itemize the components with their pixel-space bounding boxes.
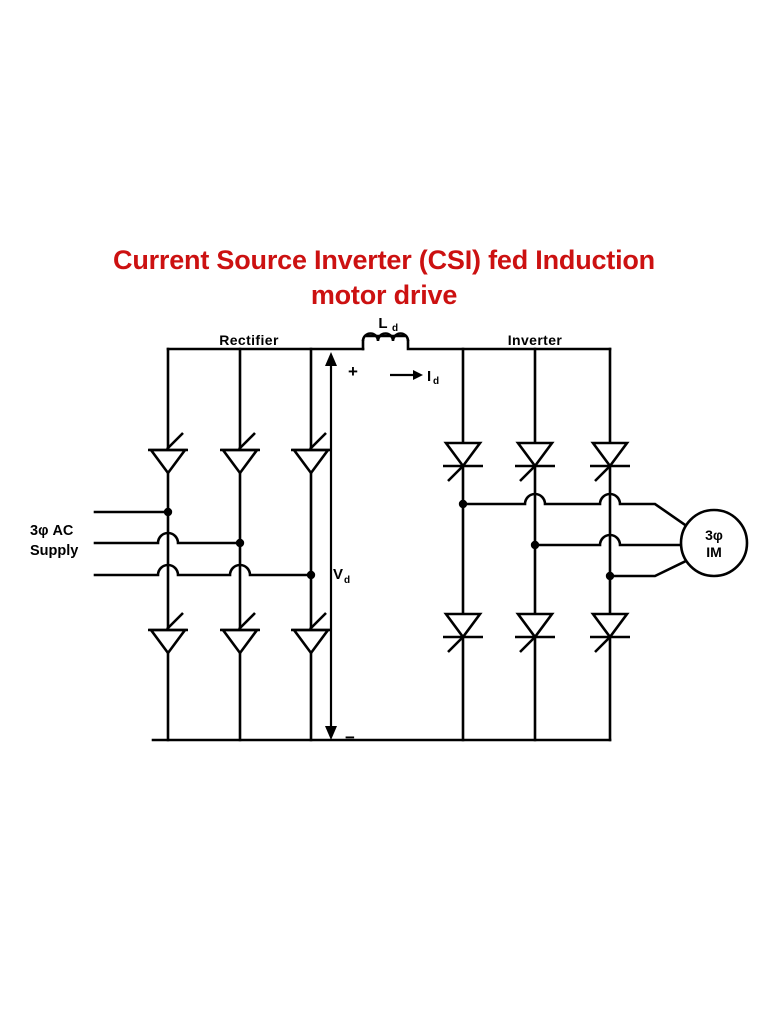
inductor-label: L — [378, 315, 387, 332]
dc-voltage-label-subscript: d — [344, 575, 350, 586]
motor-phase-v-junction — [530, 540, 540, 550]
motor-phase-w-line — [608, 558, 690, 578]
rectifier-label: Rectifier — [219, 332, 279, 348]
motor-label-line-1: 3φ — [705, 527, 723, 543]
top-rail-right — [406, 339, 612, 351]
induction-motor-body[interactable] — [679, 508, 749, 578]
motor-phase-u-junction — [458, 499, 468, 509]
page-title-line-1: Current Source Inverter (CSI) fed Induct… — [113, 245, 655, 275]
dc-current-label-subscript: d — [433, 376, 439, 387]
dc-voltage-arrow-head-top — [325, 352, 337, 366]
supply-phase-c-junction — [306, 570, 316, 580]
dc-current-label: I — [427, 368, 431, 385]
inductor-coil — [361, 332, 410, 342]
inverter-label: Inverter — [508, 332, 563, 348]
dc-voltage-label: V — [333, 566, 343, 583]
dc-negative-sign: − — [345, 728, 355, 747]
motor-phase-w-junction — [605, 571, 615, 581]
motor-label-line-2: IM — [706, 544, 722, 560]
inductor-label-subscript: d — [392, 323, 398, 334]
supply-phase-b-junction — [235, 538, 245, 548]
dc-voltage-arrow-head-bottom — [325, 726, 337, 740]
supply-phase-a-junction — [163, 507, 173, 517]
supply-label-line-1: 3φ AC — [30, 523, 74, 539]
motor-phase-v-line — [533, 533, 697, 547]
page-title: Current Source Inverter (CSI) fed Induct… — [54, 243, 714, 312]
page-title-line-2: motor drive — [310, 279, 458, 310]
dc-positive-sign: + — [348, 362, 358, 381]
supply-phase-b-line — [93, 531, 242, 545]
motor-phase-u-line — [461, 492, 690, 529]
supply-phase-c-line — [93, 563, 313, 577]
dc-current-arrow-head — [413, 370, 423, 380]
supply-label-line-2: Supply — [30, 543, 78, 559]
